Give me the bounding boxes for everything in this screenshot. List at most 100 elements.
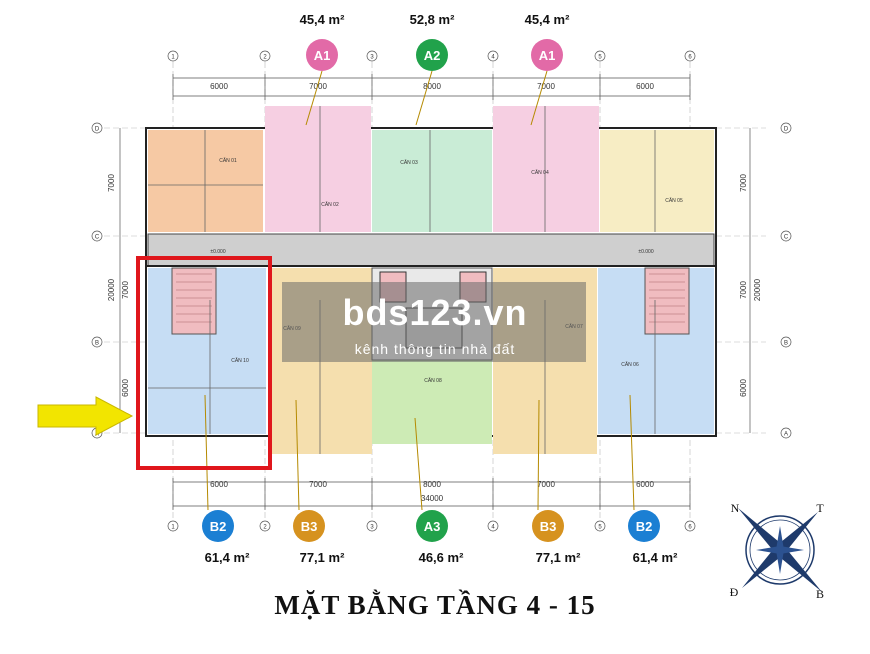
grid-bubble-label: 1 bbox=[171, 55, 175, 61]
badge-leader bbox=[629, 394, 635, 511]
unit-badge-code: A3 bbox=[424, 519, 441, 534]
dimension-label: 8000 bbox=[423, 480, 441, 489]
dimension-label: 6000 bbox=[739, 379, 748, 397]
unit-badge bbox=[531, 39, 563, 71]
badge-leader bbox=[530, 70, 548, 126]
watermark-subtext: kênh thông tin nhà đất bbox=[354, 341, 516, 357]
grid-bubble bbox=[594, 520, 606, 532]
stair-core bbox=[644, 267, 690, 335]
grid-bubble bbox=[780, 230, 792, 242]
dimension-label: 7000 bbox=[739, 281, 748, 299]
level-mark: ±0.000 bbox=[210, 249, 225, 255]
unit-area-label: 61,4 m² bbox=[632, 550, 678, 565]
grid-bubble bbox=[259, 520, 271, 532]
dimension-label: 8000 bbox=[423, 82, 441, 91]
unit-badge bbox=[628, 510, 660, 542]
apartment-label: CĂN 10 bbox=[231, 357, 249, 364]
level-mark: ±0.000 bbox=[638, 249, 653, 255]
grid-bubble-label: C bbox=[784, 235, 789, 241]
dimension-label: 7000 bbox=[739, 174, 748, 192]
grid-bubble-label: A bbox=[784, 432, 788, 438]
unit-badge bbox=[416, 510, 448, 542]
grid-bubble-label: 1 bbox=[171, 525, 175, 531]
unit-area-label: 52,8 m² bbox=[409, 12, 455, 27]
compass-east-label: T bbox=[816, 501, 824, 515]
corridor bbox=[147, 233, 715, 267]
dimension-total-label: 34000 bbox=[421, 494, 444, 503]
unit-badge-code: B3 bbox=[540, 519, 557, 534]
grid-bubble bbox=[91, 230, 103, 242]
dimension-label: 20000 bbox=[753, 278, 762, 301]
grid-bubble bbox=[780, 336, 792, 348]
grid-bubble-label: D bbox=[95, 127, 100, 133]
unit-badge-code: A2 bbox=[424, 48, 441, 63]
unit-area-label: 77,1 m² bbox=[299, 550, 345, 565]
apartment-label: CĂN 02 bbox=[321, 201, 339, 208]
grid-bubble bbox=[594, 50, 606, 62]
badge-leader bbox=[305, 70, 323, 126]
grid-bubble bbox=[91, 122, 103, 134]
stair-core bbox=[171, 267, 217, 335]
watermark-text: bds123.vn bbox=[342, 292, 528, 333]
unit-badge bbox=[293, 510, 325, 542]
unit-badge-code: A1 bbox=[539, 48, 556, 63]
apartment-03 bbox=[372, 130, 492, 232]
unit-area-label: 61,4 m² bbox=[204, 550, 250, 565]
dimension-label: 7000 bbox=[537, 82, 555, 91]
grid-bubble-label: C bbox=[95, 235, 100, 241]
compass-west-label: Đ bbox=[730, 585, 739, 599]
badge-leader bbox=[204, 394, 209, 511]
grid-bubble bbox=[780, 122, 792, 134]
unit-badge-code: B3 bbox=[301, 519, 318, 534]
apartment-label: CĂN 05 bbox=[665, 197, 683, 204]
apartment-label: CĂN 06 bbox=[621, 361, 639, 368]
compass-needle bbox=[756, 546, 804, 554]
grid-bubble bbox=[487, 520, 499, 532]
grid-bubble-label: 3 bbox=[370, 525, 374, 531]
unit-area-label: 45,4 m² bbox=[524, 12, 570, 27]
grid-bubble-label: 5 bbox=[598, 55, 602, 61]
grid-bubble-label: 4 bbox=[491, 55, 495, 61]
grid-bubble bbox=[167, 50, 179, 62]
grid-bubble bbox=[366, 50, 378, 62]
grid-bubble-label: 2 bbox=[263, 525, 267, 531]
badge-leader bbox=[295, 399, 300, 511]
apartment-08 bbox=[372, 360, 492, 444]
unit-area-label: 46,6 m² bbox=[418, 550, 464, 565]
grid-bubble-label: 6 bbox=[688, 525, 692, 531]
grid-bubble-label: B bbox=[784, 341, 788, 347]
compass-ring bbox=[749, 519, 811, 581]
dimension-label: 6000 bbox=[210, 82, 228, 91]
dimension-label: 6000 bbox=[210, 480, 228, 489]
grid-bubble-label: 4 bbox=[491, 525, 495, 531]
unit-area-label: 77,1 m² bbox=[535, 550, 581, 565]
grid-bubble bbox=[366, 520, 378, 532]
grid-bubble bbox=[91, 336, 103, 348]
dimension-label: 6000 bbox=[636, 480, 654, 489]
apartment-02 bbox=[265, 106, 371, 232]
dimension-label: 6000 bbox=[121, 379, 130, 397]
apartment-04 bbox=[493, 106, 599, 232]
dimension-label: 7000 bbox=[309, 480, 327, 489]
grid-bubble-label: 2 bbox=[263, 55, 267, 61]
badge-leader bbox=[414, 417, 423, 511]
unit-badge-code: A1 bbox=[314, 48, 331, 63]
apartment-05 bbox=[600, 130, 714, 232]
grid-bubble-label: 6 bbox=[688, 55, 692, 61]
grid-bubble-label: 5 bbox=[598, 525, 602, 531]
grid-bubble bbox=[487, 50, 499, 62]
grid-bubble-label: D bbox=[784, 127, 789, 133]
compass-north-label: N bbox=[731, 501, 740, 515]
grid-bubble-label: 3 bbox=[370, 55, 374, 61]
dimension-label: 7000 bbox=[121, 281, 130, 299]
unit-badge-code: B2 bbox=[636, 519, 653, 534]
unit-badge bbox=[416, 39, 448, 71]
apartment-label: CĂN 01 bbox=[219, 157, 237, 164]
apartment-01 bbox=[148, 130, 263, 232]
dimension-label: 7000 bbox=[107, 174, 116, 192]
apartment-label: CĂN 08 bbox=[424, 377, 442, 384]
dimension-label: 6000 bbox=[636, 82, 654, 91]
highlight-box bbox=[136, 256, 272, 470]
page-title: MẶT BẰNG TẦNG 4 - 15 bbox=[274, 590, 596, 620]
